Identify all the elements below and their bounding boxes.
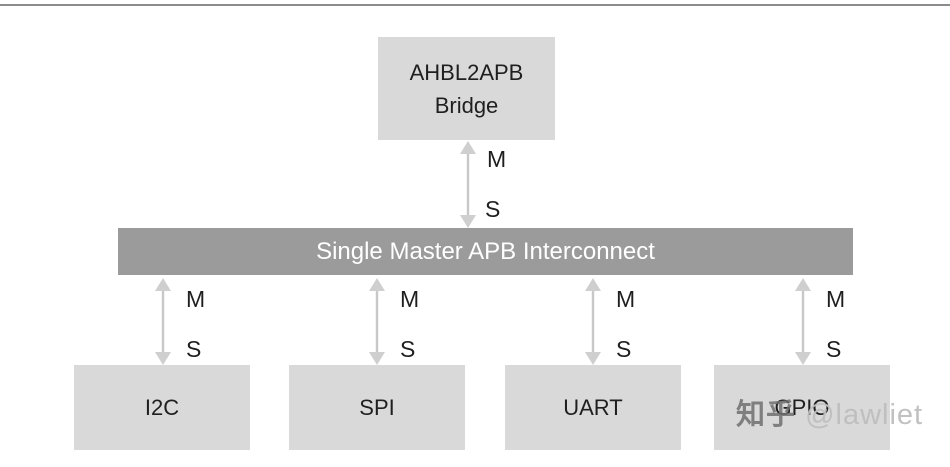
interconnect-gpio-bidirectional-arrow-icon xyxy=(795,278,811,365)
peripheral-label-i2c: I2C xyxy=(144,395,180,420)
bridge-label-line2: Bridge xyxy=(434,92,499,118)
peripheral-box-gpio: GPIO xyxy=(714,365,890,450)
spi-slave-port-label: S xyxy=(400,336,416,362)
watermark-handle: @lawliet xyxy=(805,399,924,431)
bridge-master-port-label: M xyxy=(487,146,507,172)
spi-master-port-label: M xyxy=(400,286,420,312)
apb-interconnect-label: Single Master APB Interconnect xyxy=(316,237,655,265)
peripheral-label-spi: SPI xyxy=(359,395,395,420)
bridge-interconnect-bidirectional-arrow-icon xyxy=(460,141,476,228)
peripheral-box-spi: SPI xyxy=(289,365,465,450)
interconnect-i2c-bidirectional-arrow-icon xyxy=(155,278,171,365)
interconnect-spi-bidirectional-arrow-icon xyxy=(369,278,385,365)
top-divider-line xyxy=(0,4,950,6)
watermark-site: 知乎 xyxy=(736,399,797,431)
peripheral-box-i2c: I2C xyxy=(74,365,250,450)
i2c-master-port-label: M xyxy=(186,286,206,312)
peripheral-label-gpio: GPIO xyxy=(774,395,830,420)
peripheral-box-uart: UART xyxy=(505,365,681,450)
interconnect-uart-bidirectional-arrow-icon xyxy=(585,278,601,365)
uart-master-port-label: M xyxy=(616,286,636,312)
peripheral-label-uart: UART xyxy=(563,395,623,420)
gpio-slave-port-label: S xyxy=(826,336,842,362)
i2c-slave-port-label: S xyxy=(186,336,202,362)
bridge-label-line1: AHBL2APB xyxy=(409,59,524,85)
bridge-box: AHBL2APB Bridge xyxy=(378,37,555,140)
gpio-master-port-label: M xyxy=(826,286,846,312)
apb-interconnect-bar: Single Master APB Interconnect xyxy=(118,228,853,275)
uart-slave-port-label: S xyxy=(616,336,632,362)
watermark: 知乎 @lawliet xyxy=(736,398,923,433)
bridge-slave-port-label: S xyxy=(485,196,501,222)
